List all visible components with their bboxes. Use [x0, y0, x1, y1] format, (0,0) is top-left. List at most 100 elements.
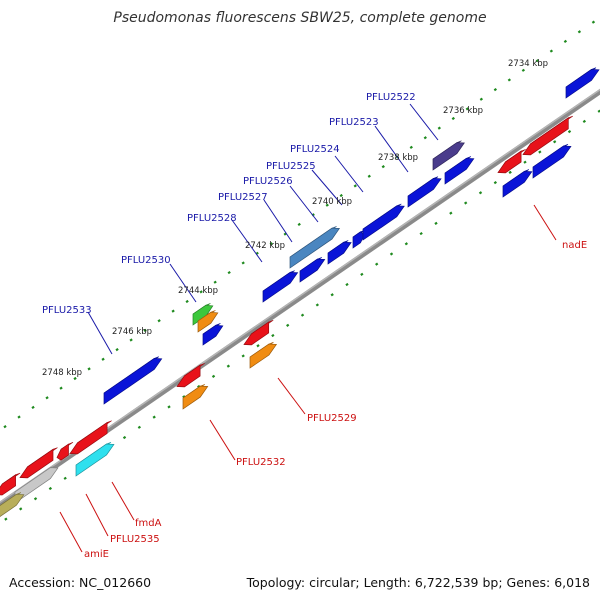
- outer-tick-dot: [549, 49, 554, 53]
- outer-tick-dot: [227, 270, 231, 275]
- outer-tick-dot: [451, 116, 455, 121]
- outer-tick-dot: [437, 126, 441, 130]
- inner-tick-dot: [63, 476, 67, 480]
- leader-line-12: [111, 481, 135, 521]
- outer-tick-dot: [353, 184, 357, 188]
- gray-feature: [14, 465, 59, 504]
- outer-tick-dot: [297, 222, 301, 227]
- pflu2526-arrow-front-face: [327, 241, 352, 265]
- gene-label: amiE: [84, 549, 109, 560]
- nade-arrow-front-face: [522, 117, 569, 156]
- amie-arrow: [0, 472, 21, 496]
- inner-tick-dot: [553, 140, 557, 144]
- gene-label: PFLU2522: [366, 92, 416, 103]
- outer-tick-dot: [241, 261, 245, 265]
- pflu2524-arrow-front-face: [362, 205, 405, 241]
- outer-tick-dot: [423, 136, 427, 140]
- genome-summary-text: Topology: circular; Length: 6,722,539 bp…: [246, 575, 590, 590]
- outer-tick-dot: [507, 78, 512, 82]
- outer-tick-dot: [73, 376, 77, 381]
- pflu2529-arrow: [243, 320, 274, 346]
- gene-label: PFLU2526: [243, 176, 293, 187]
- tick-label: 2736 kbp: [443, 106, 483, 116]
- inner-tick-dot: [523, 160, 527, 164]
- fmda-arrow: [69, 420, 112, 455]
- outer-tick-dot: [563, 39, 568, 44]
- tick-label: 2742 kbp: [245, 241, 285, 251]
- pflu2523-arrow-front-face: [407, 178, 442, 208]
- pflu2523-arrow: [407, 176, 442, 208]
- pflu2524-arrow: [362, 203, 405, 241]
- inner-tick-dot: [286, 323, 290, 327]
- pflu2526-feature: [289, 226, 341, 269]
- outer-tick-dot: [45, 396, 49, 400]
- leader-line-9: [533, 204, 557, 241]
- pflu2521-arrow-front-face: [565, 69, 600, 99]
- feature-layer: [0, 67, 600, 517]
- pflu2529-arrow-front-face: [243, 321, 270, 346]
- inner-tick-dot: [464, 201, 468, 205]
- nade-small-arrow-front-face: [497, 150, 522, 174]
- leader-line-0: [409, 103, 439, 141]
- pflu2525-arrow-front-face: [352, 231, 365, 249]
- outer-tick-dot: [591, 20, 596, 24]
- outer-tick-dot: [367, 174, 371, 178]
- amie-arrow-front-face: [0, 474, 16, 496]
- gene-label: fmdA: [135, 518, 162, 529]
- inner-tick-dot: [197, 384, 201, 389]
- pflu2529-orange-front-face: [249, 343, 278, 369]
- gene-label: PFLU2532: [236, 457, 286, 468]
- pflu2532-arrow: [176, 363, 205, 388]
- outer-tick-dot: [521, 68, 526, 72]
- inner-tick-dot: [152, 415, 156, 419]
- page-title: Pseudomonas fluorescens SBW25, complete …: [113, 10, 487, 26]
- inner-tick-dot: [404, 242, 409, 246]
- outer-tick-dot: [479, 97, 483, 101]
- purple-feature-front-face: [432, 142, 465, 171]
- inner-tick-dot: [375, 262, 379, 266]
- inner-tick-dot: [493, 180, 497, 185]
- pflu2528-arrow-front-face: [262, 271, 299, 303]
- inner-tick-dot: [300, 313, 305, 317]
- leader-line-6: [231, 219, 263, 263]
- inner-tick-dot: [137, 425, 142, 429]
- pflu2522-arrow: [444, 156, 475, 185]
- outer-tick-dot: [3, 425, 7, 429]
- outer-tick-dot: [115, 347, 119, 352]
- pflu2533-arrow-front-face: [103, 358, 163, 405]
- inner-tick-dot: [330, 293, 334, 297]
- olive-feature-front-face: [0, 493, 25, 517]
- gene-label: PFLU2525: [266, 161, 316, 172]
- inner-tick-dot: [256, 344, 260, 348]
- outer-tick-dot: [59, 386, 63, 390]
- tick-label: 2746 kbp: [112, 327, 152, 337]
- pflu2530-arrow-front-face: [202, 324, 224, 346]
- blue-inner-arrow-a: [502, 169, 533, 198]
- outer-tick-dot: [101, 357, 105, 361]
- pflu2532-orange-front-face: [182, 385, 209, 410]
- tick-label: 2740 kbp: [312, 197, 352, 207]
- inner-tick-dot: [508, 170, 512, 174]
- inner-tick-dot: [315, 303, 320, 307]
- inner-tick-dot: [241, 354, 245, 358]
- leader-line-8: [87, 311, 113, 355]
- inner-tick-dot: [33, 497, 38, 501]
- outer-tick-dot: [143, 328, 147, 332]
- genome-backbone-highlight: [0, 88, 600, 504]
- gray-feature-front-face: [14, 467, 59, 504]
- tick-label: 2748 kbp: [42, 368, 82, 378]
- tick-label: 2744 kbp: [178, 286, 218, 296]
- outer-tick-dot: [339, 193, 343, 198]
- leader-line-10: [277, 377, 306, 415]
- inner-tick-dot: [434, 221, 438, 225]
- cyan-feature: [75, 442, 115, 477]
- blue-inner-arrow-b: [532, 144, 572, 179]
- outer-tick-dot: [31, 405, 35, 410]
- outer-tick-dot: [87, 367, 91, 371]
- inner-tick-dot: [360, 272, 364, 276]
- outer-tick-dot: [325, 203, 329, 207]
- dotted-tracks: [3, 20, 600, 521]
- pflu2521-arrow: [565, 67, 600, 99]
